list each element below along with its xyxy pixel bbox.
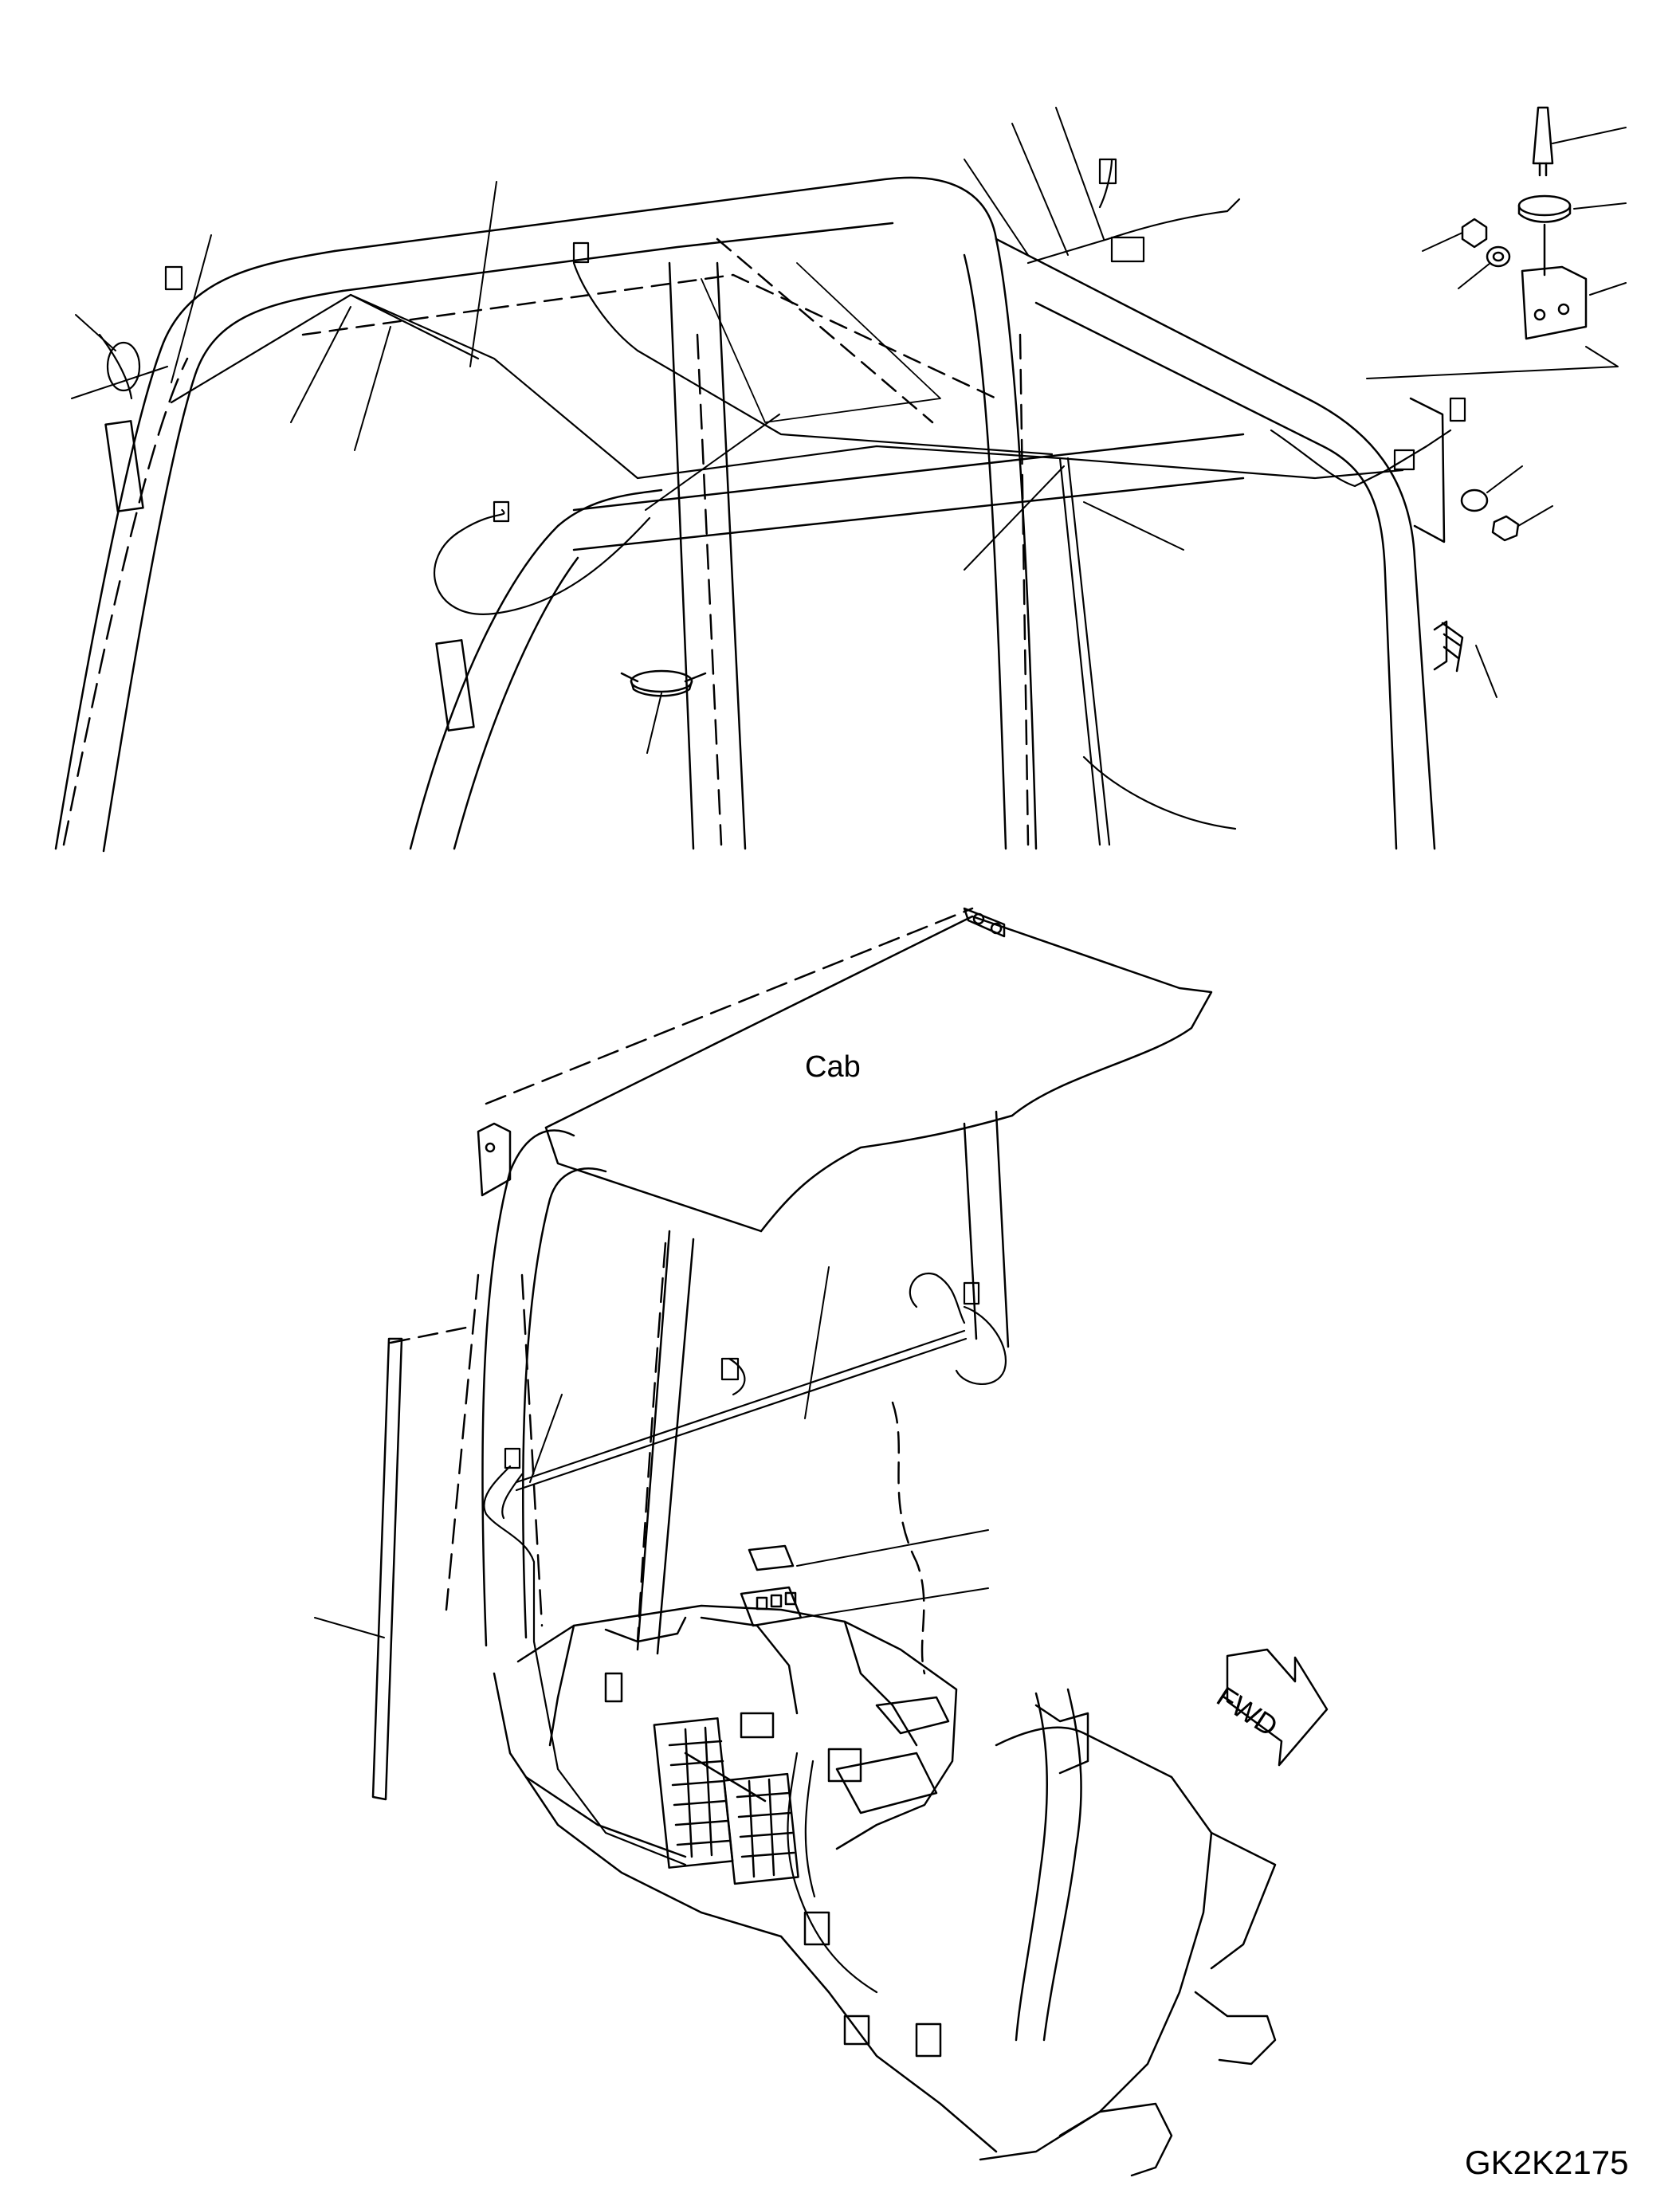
antenna-assembly <box>1433 106 1588 673</box>
fwd-arrow-icon <box>1226 1648 1329 1767</box>
lower-cab-frame <box>445 907 1213 1675</box>
cab-label: Cab <box>805 1050 861 1084</box>
dome-light <box>620 669 707 697</box>
console <box>493 1544 1277 2177</box>
upper-harness <box>98 158 1466 846</box>
upper-leader-lines <box>71 107 1627 754</box>
trim-rod <box>371 1325 472 1801</box>
lower-leader-lines <box>314 1266 989 1638</box>
upper-cab-frame <box>54 176 1446 853</box>
drawing-number: GK2K2175 <box>1465 2144 1629 2181</box>
lower-harness <box>483 1273 1007 1994</box>
